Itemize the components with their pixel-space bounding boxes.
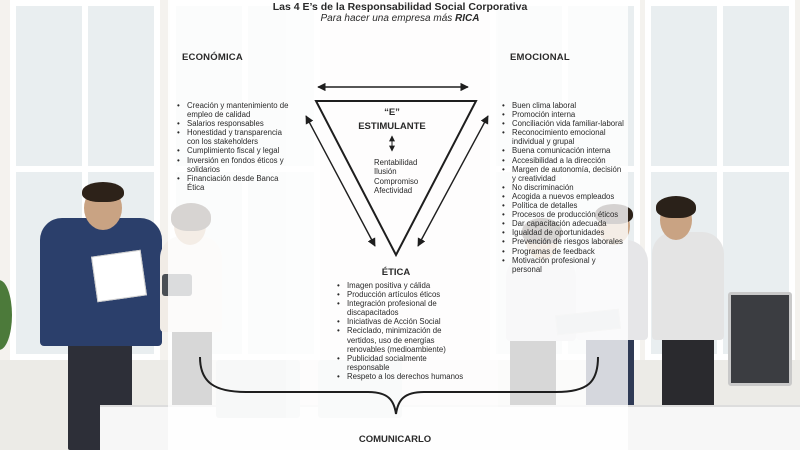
economica-item: Salarios responsables xyxy=(174,119,296,128)
etica-item: Integración profesional de discapacitado… xyxy=(334,299,470,317)
etica-item: Imagen positiva y cálida xyxy=(334,281,470,290)
economica-heading: ECONÓMICA xyxy=(182,52,243,63)
emocional-item: Promoción interna xyxy=(499,110,627,119)
emocional-item: Buen clima laboral xyxy=(499,101,627,110)
page-title: Las 4 E’s de la Responsabilidad Social C… xyxy=(272,1,528,13)
emocional-item: Acogida a nuevos empleados xyxy=(499,192,627,201)
emocional-item: Conciliación vida familiar-laboral xyxy=(499,119,627,128)
emocional-item: Accesibilidad a la dirección xyxy=(499,156,627,165)
emocional-item: Igualdad de oportunidades xyxy=(499,228,627,237)
etica-item: Reciclado, minimización de vertidos, uso… xyxy=(334,326,470,353)
estimulante-item: Rentabilidad xyxy=(374,158,418,167)
page-subtitle: Para hacer una empresa más RICA xyxy=(320,13,480,24)
emocional-item: Margen de autonomía, decisión y creativi… xyxy=(499,165,627,183)
economica-item: Financiación desde Banca Ética xyxy=(174,174,296,192)
emocional-item: No discriminación xyxy=(499,183,627,192)
emocional-item: Política de detalles xyxy=(499,201,627,210)
economica-item: Cumplimiento fiscal y legal xyxy=(174,146,296,155)
etica-list: Imagen positiva y cálidaProducción artíc… xyxy=(334,281,470,381)
etica-item: Producción artículos éticos xyxy=(334,290,470,299)
estimulante-item: Compromiso xyxy=(374,176,419,186)
economica-item: Creación y mantenimiento de empleo de ca… xyxy=(174,101,296,119)
estimulante-item: Afectividad xyxy=(374,186,413,196)
estimulante-item: Ilusión xyxy=(374,167,397,177)
estimulante-heading: ESTIMULANTE xyxy=(358,121,426,132)
emocional-heading: EMOCIONAL xyxy=(510,52,570,63)
etica-heading: ÉTICA xyxy=(381,267,411,278)
emocional-item: Programas de feedback xyxy=(499,247,627,256)
economica-item: Honestidad y transparencia con los stake… xyxy=(174,128,296,146)
comunicarlo-label: COMUNICARLO xyxy=(358,434,432,445)
economica-list: Creación y mantenimiento de empleo de ca… xyxy=(174,101,296,192)
economica-item: Inversión en fondos éticos y solidarios xyxy=(174,156,296,174)
emocional-item: Procesos de producción éticos xyxy=(499,210,627,219)
computer-monitor xyxy=(728,292,792,386)
arrow-emocional-etica xyxy=(417,115,489,247)
comunicarlo-brace xyxy=(199,356,599,415)
emocional-item: Motivación profesional y personal xyxy=(499,256,627,274)
panel-left xyxy=(168,0,286,450)
arrow-economica-etica xyxy=(305,115,376,247)
subtitle-emphasis: RICA xyxy=(455,13,480,24)
etica-item: Iniciativas de Acción Social xyxy=(334,317,470,326)
plant xyxy=(0,280,12,350)
etica-item: Publicidad socialmente responsable xyxy=(334,354,470,372)
etica-item: Respeto a los derechos humanos xyxy=(334,372,470,381)
emocional-item: Prevención de riesgos laborales xyxy=(499,237,627,246)
emocional-item: Dar capacitación adecuada xyxy=(499,219,627,228)
estimulante-letter: “E” xyxy=(384,107,400,118)
emocional-item: Buena comunicación interna xyxy=(499,146,627,155)
emocional-list: Buen clima laboralPromoción internaConci… xyxy=(499,101,627,274)
emocional-item: Reconocimiento emocional individual y gr… xyxy=(499,128,627,146)
